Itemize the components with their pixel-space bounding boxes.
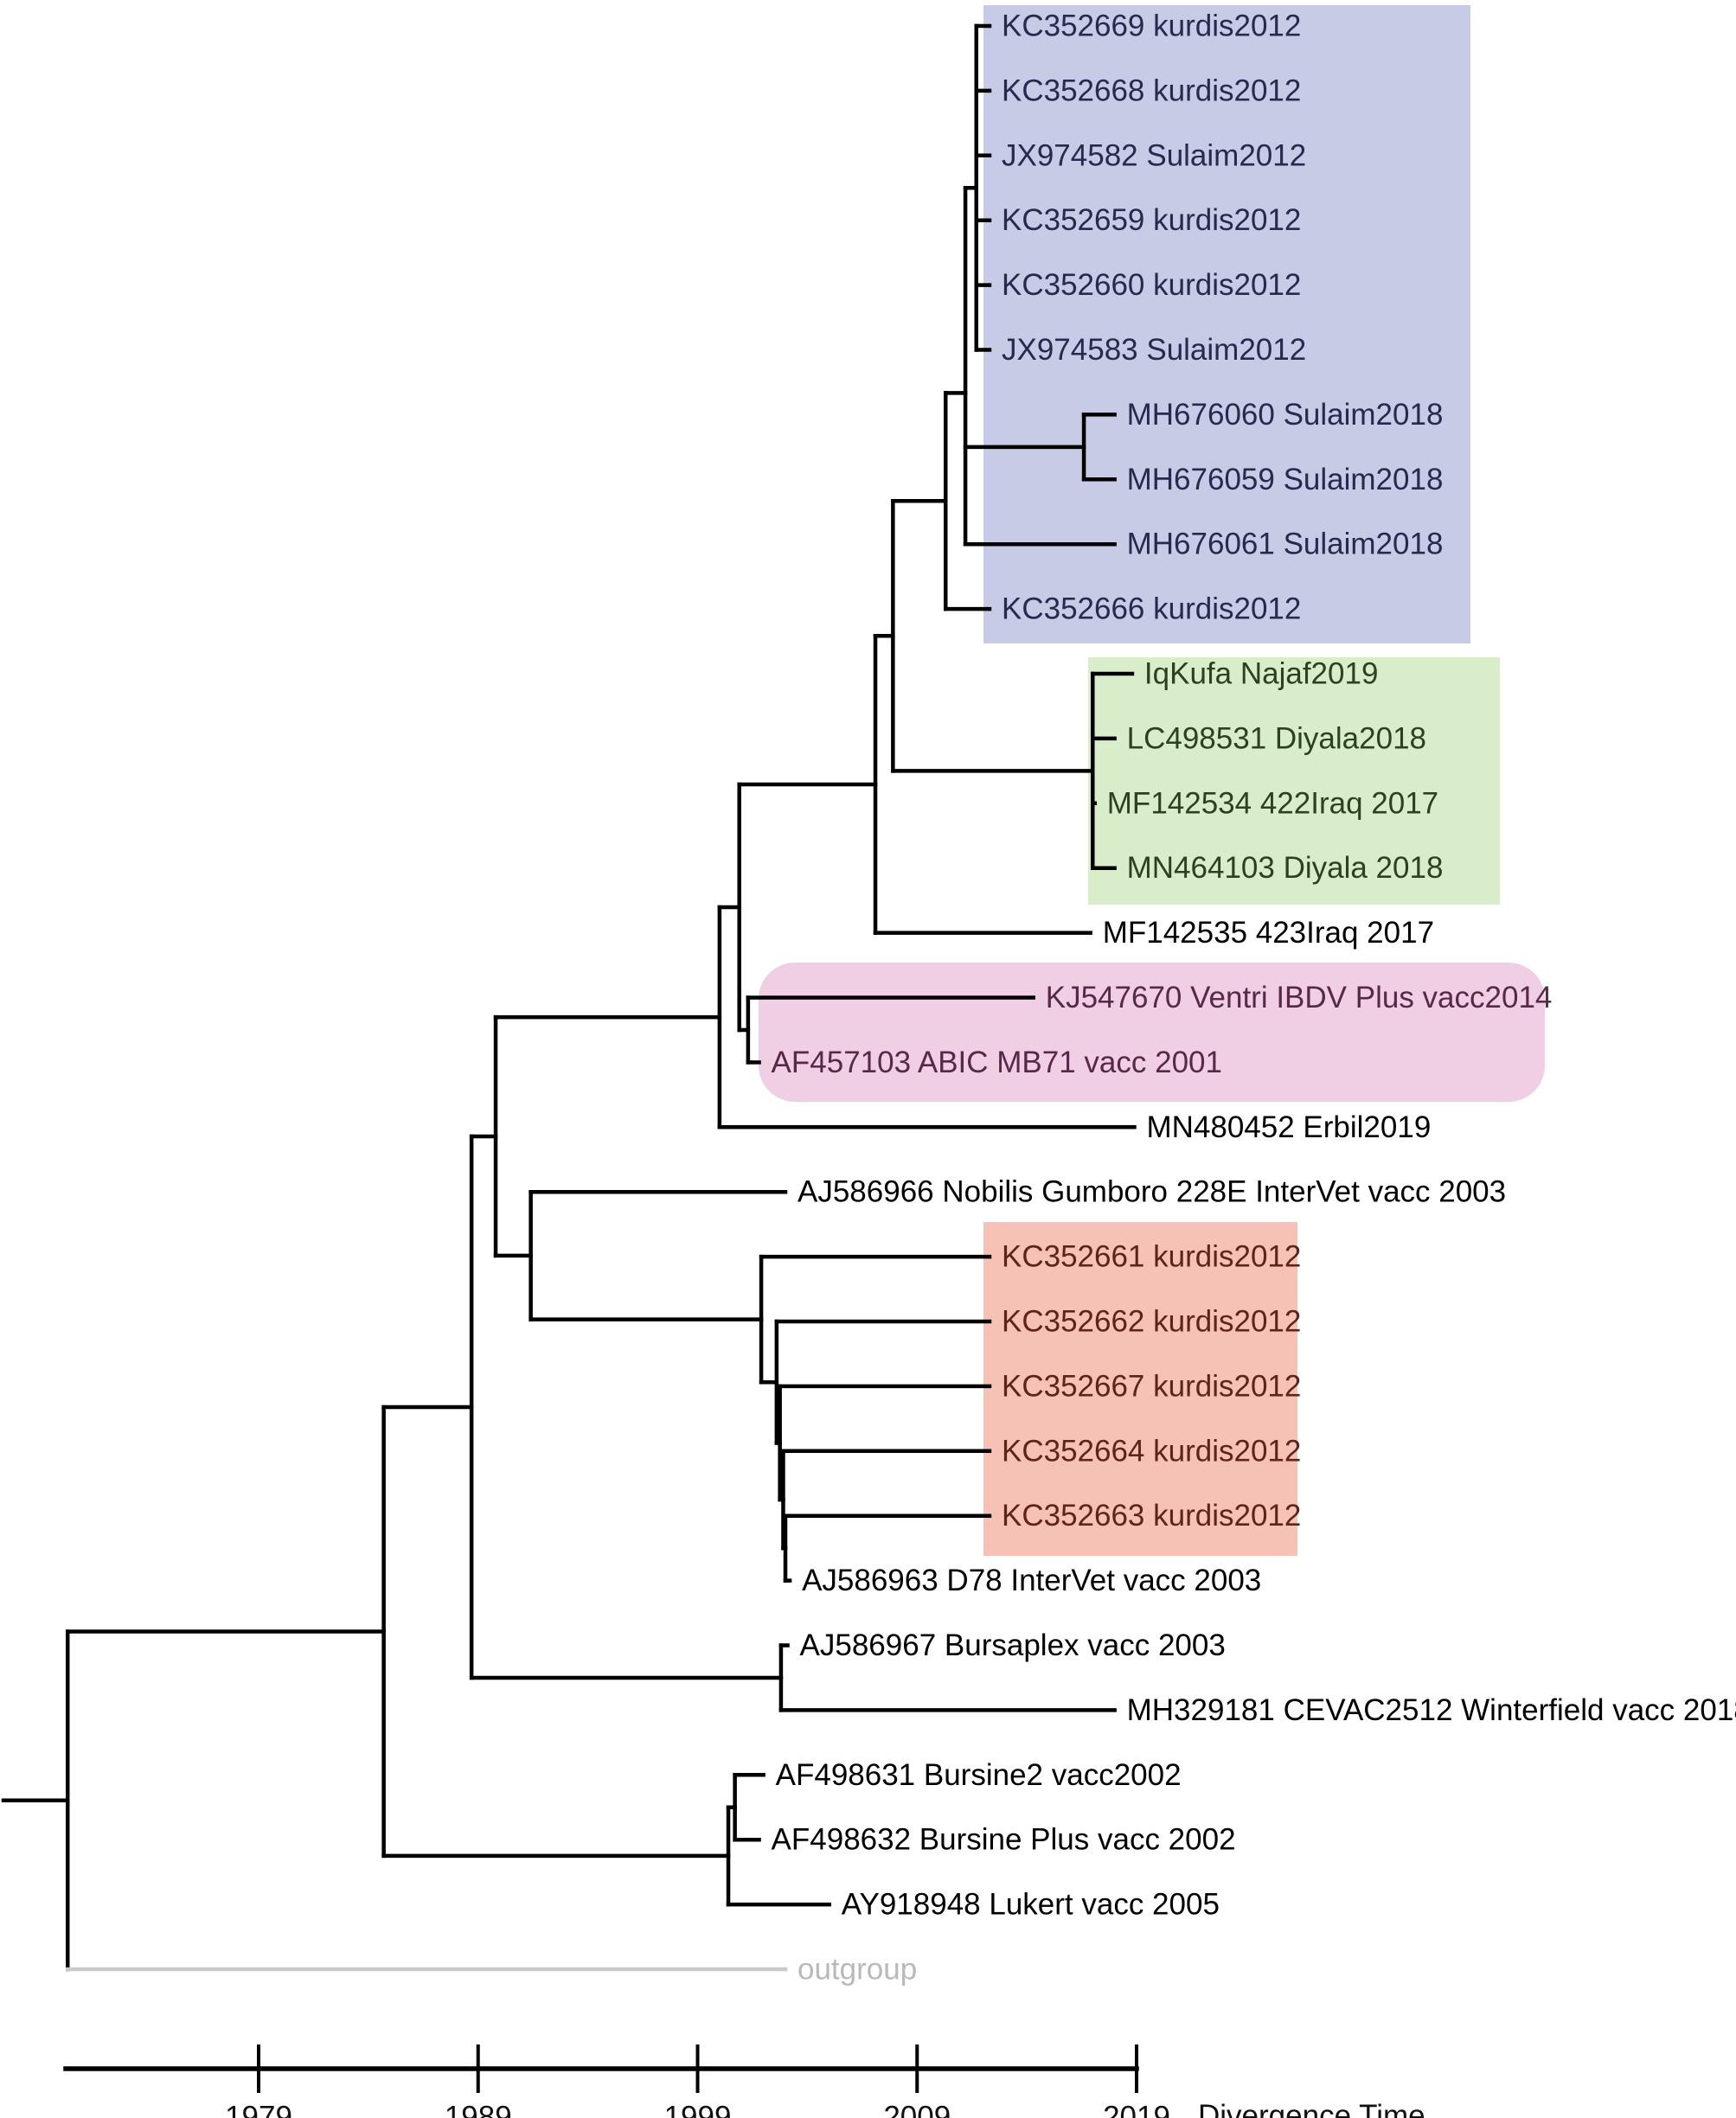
taxon-label: KC352664 kurdis2012 (1002, 1434, 1301, 1468)
taxon-label: KJ547670 Ventri IBDV Plus vacc2014 (1046, 981, 1553, 1014)
taxon-label: IqKufa Najaf2019 (1144, 657, 1378, 691)
taxon-label: MF142535 423Iraq 2017 (1103, 916, 1434, 950)
axis-tick-label: 1999 (664, 2101, 732, 2118)
taxon-label: KC352667 kurdis2012 (1002, 1369, 1301, 1403)
taxon-label: MH676061 Sulaim2018 (1127, 528, 1444, 561)
box-red-kurdis-clade (983, 1222, 1297, 1556)
axis-tick-label: 1979 (225, 2101, 292, 2118)
taxon-label: JX974583 Sulaim2012 (1002, 333, 1306, 367)
axis-tick-label: 1989 (445, 2101, 512, 2118)
axis-title: Divergence Time (1198, 2098, 1425, 2118)
taxon-label: LC498531 Diyala2018 (1127, 721, 1426, 755)
taxon-label: MH329181 CEVAC2512 Winterfield vacc 2018 (1127, 1693, 1736, 1727)
taxon-label: KC352663 kurdis2012 (1002, 1499, 1301, 1533)
axis-tick-label: 2009 (883, 2101, 951, 2118)
taxon-label: AF498631 Bursine2 vacc2002 (776, 1758, 1182, 1792)
taxon-label: AJ586963 D78 InterVet vacc 2003 (802, 1564, 1261, 1597)
taxon-label: KC352659 kurdis2012 (1002, 203, 1301, 237)
taxon-label: MH676060 Sulaim2018 (1127, 398, 1444, 432)
taxon-label: KC352669 kurdis2012 (1002, 10, 1301, 43)
taxon-label: AF498632 Bursine Plus vacc 2002 (772, 1823, 1236, 1857)
axis-tick-label: 2019 (1103, 2101, 1170, 2118)
box-green-iraq-clade (1088, 657, 1500, 905)
taxon-label: outgroup (798, 1953, 917, 1987)
taxon-label: MN480452 Erbil2019 (1146, 1110, 1431, 1144)
taxon-label: KC352660 kurdis2012 (1002, 268, 1301, 302)
taxon-label: AY918948 Lukert vacc 2005 (842, 1888, 1220, 1922)
taxon-label: MF142534 422Iraq 2017 (1107, 786, 1438, 820)
box-blue-vvibdv-clade (983, 5, 1470, 643)
taxon-label: JX974582 Sulaim2012 (1002, 138, 1306, 172)
taxon-label: KC352666 kurdis2012 (1002, 592, 1301, 626)
taxon-label: AJ586967 Bursaplex vacc 2003 (800, 1628, 1226, 1662)
taxon-label: KC352662 kurdis2012 (1002, 1305, 1301, 1339)
taxon-label: MN464103 Diyala 2018 (1127, 851, 1444, 885)
taxon-label: AF457103 ABIC MB71 vacc 2001 (772, 1046, 1222, 1079)
taxon-label: MH676059 Sulaim2018 (1127, 463, 1444, 496)
taxon-label: AJ586966 Nobilis Gumboro 228E InterVet v… (798, 1175, 1506, 1209)
taxon-label: KC352661 kurdis2012 (1002, 1240, 1301, 1274)
taxon-label: KC352668 kurdis2012 (1002, 74, 1301, 107)
